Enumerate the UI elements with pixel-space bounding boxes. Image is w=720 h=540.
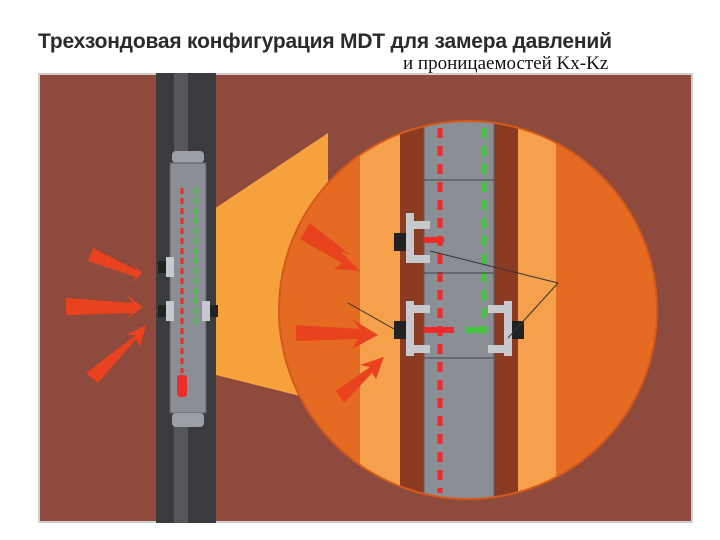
flow-arrow-icon xyxy=(300,223,360,271)
invaded-zone-left xyxy=(360,122,400,498)
packer-icon xyxy=(504,301,512,356)
mdt-diagram xyxy=(38,73,693,523)
flow-arrow-icon xyxy=(86,325,146,383)
measurement-line xyxy=(347,302,395,330)
packer-icon xyxy=(166,301,174,321)
packer-icon xyxy=(414,255,430,263)
packer-icon xyxy=(202,301,210,321)
tool-bottom-cap xyxy=(172,413,204,427)
packer-icon xyxy=(406,301,414,356)
packer-icon xyxy=(488,345,504,353)
probe-green-link xyxy=(466,327,488,333)
magnifier xyxy=(278,120,658,500)
measurement-line xyxy=(429,250,559,284)
probe-red-link xyxy=(424,327,454,333)
probe-icon xyxy=(394,321,406,339)
probe-red-link xyxy=(424,237,444,243)
packer-icon xyxy=(406,213,414,263)
flow-arrow-icon xyxy=(66,293,143,321)
title-line-2: и проницаемостей Kx-Kz xyxy=(403,53,609,74)
measurement-line xyxy=(507,282,559,339)
packer-icon xyxy=(488,305,504,313)
packer-icon xyxy=(166,257,174,277)
packer-icon xyxy=(414,345,430,353)
title-line-1: Трехзондовая конфигурация MDT для замера… xyxy=(38,30,612,53)
invaded-zone-right xyxy=(516,122,556,498)
mdt-tool xyxy=(158,151,218,427)
flow-arrow-icon xyxy=(296,319,378,349)
probe-icon xyxy=(512,321,524,339)
packer-icon xyxy=(414,221,430,229)
left-flow-arrows xyxy=(66,248,146,383)
flow-arrow-icon xyxy=(336,357,384,403)
tool-body xyxy=(169,162,207,414)
flow-arrow-icon xyxy=(88,248,142,285)
probe-icon xyxy=(394,233,406,251)
tool-top-cap xyxy=(172,151,204,163)
formation-frame xyxy=(38,73,693,523)
packer-icon xyxy=(414,305,430,313)
sample-chamber-icon xyxy=(177,375,187,397)
